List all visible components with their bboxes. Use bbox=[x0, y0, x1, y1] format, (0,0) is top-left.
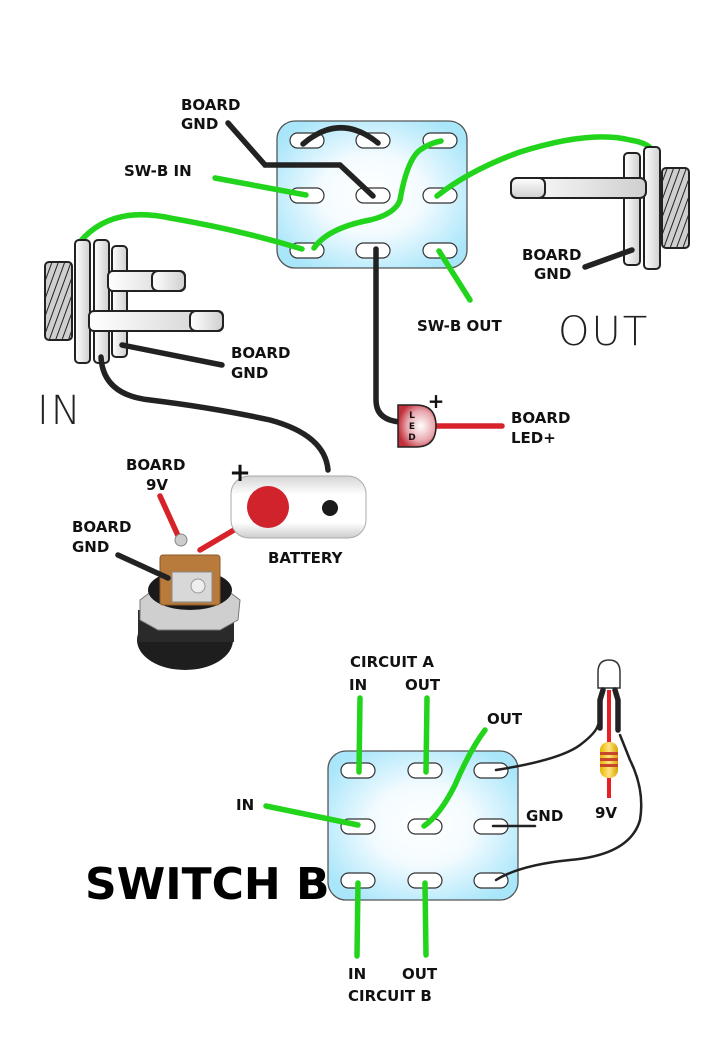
switch-b-gnd-label: GND bbox=[526, 807, 563, 825]
resistor-band bbox=[600, 752, 618, 755]
output-board-gnd-wire bbox=[582, 247, 635, 270]
led-lens-icon bbox=[597, 659, 621, 689]
input-jack-upper-lug-end bbox=[151, 270, 186, 292]
circuit-a-in-label: IN bbox=[349, 676, 367, 694]
input-board-gnd-wire bbox=[119, 342, 225, 368]
output-jack-knurl bbox=[661, 167, 690, 249]
output-jack-sleeve bbox=[643, 146, 661, 270]
switch-b-in-label: IN bbox=[236, 796, 254, 814]
output-jack-lug-end bbox=[510, 177, 546, 199]
led-ground-wire bbox=[373, 246, 403, 425]
dc-board-gnd-wire bbox=[115, 552, 171, 581]
led-wire bbox=[494, 723, 600, 772]
input-jack-ring bbox=[111, 245, 128, 358]
circuit-b-out-label: OUT bbox=[402, 965, 438, 983]
top-board-gnd-label-2: GND bbox=[181, 115, 218, 133]
circuit-a-title: CIRCUIT A bbox=[350, 653, 434, 671]
circuit-b-title: CIRCUIT B bbox=[348, 987, 432, 1005]
battery-plus-sign: + bbox=[229, 458, 251, 488]
switch-b-title: SWITCH B bbox=[85, 859, 330, 910]
battery-negative-terminal bbox=[322, 500, 338, 516]
input-jack-sleeve bbox=[74, 239, 91, 364]
board-9v-label-2: 9V bbox=[146, 476, 168, 494]
top-board-gnd-label-1: BOARD bbox=[181, 96, 240, 114]
led-return-wire bbox=[494, 733, 643, 882]
circuit-b-in-label: IN bbox=[348, 965, 366, 983]
dc-jack-9v-tab bbox=[174, 533, 188, 547]
board-gnd-wire bbox=[225, 120, 376, 199]
battery-label: BATTERY bbox=[268, 549, 344, 567]
input-tip-wire bbox=[76, 211, 305, 252]
led-text-d: D bbox=[408, 433, 415, 443]
resistor-band bbox=[600, 758, 618, 761]
lug bbox=[355, 242, 391, 259]
dc-jack-center-pin bbox=[190, 578, 206, 594]
sw-b-out-label: SW-B OUT bbox=[417, 317, 502, 335]
circuit-a-in-wire bbox=[356, 695, 363, 775]
switch-b-led-assembly bbox=[597, 659, 621, 798]
battery-positive-terminal bbox=[247, 486, 289, 528]
switch-b-out-label: OUT bbox=[487, 710, 523, 728]
led-indicator: L E D + bbox=[397, 389, 505, 448]
circuit-b-in-wire bbox=[354, 880, 361, 959]
input-jack bbox=[44, 239, 331, 473]
board-led-plus-label-2: LED+ bbox=[511, 429, 556, 447]
switch-b-9v-label: 9V bbox=[595, 804, 617, 822]
dc-board-gnd-label-2: GND bbox=[72, 538, 109, 556]
dc-power-jack bbox=[115, 493, 241, 670]
circuit-a-out-wire bbox=[423, 695, 430, 775]
sw-b-out-wire bbox=[436, 248, 473, 303]
board-9v-label-1: BOARD bbox=[126, 456, 185, 474]
led-plus-sign: + bbox=[428, 389, 445, 413]
cross-wire bbox=[311, 138, 444, 251]
led-text-e: E bbox=[409, 422, 415, 432]
output-jack bbox=[510, 146, 690, 270]
led-text-l: L bbox=[409, 411, 415, 421]
led-leg-left bbox=[597, 687, 606, 731]
output-jack-label: OUT bbox=[558, 309, 649, 355]
top-footswitch bbox=[76, 120, 655, 425]
battery-snap: + bbox=[197, 458, 367, 553]
jumper-wire bbox=[300, 125, 381, 147]
board-9v-wire bbox=[157, 493, 183, 543]
input-jack-lower-lug-end bbox=[189, 310, 224, 332]
switch-b bbox=[263, 695, 643, 959]
switch-b-in-wire bbox=[263, 803, 361, 828]
input-board-gnd-label-2: GND bbox=[231, 364, 268, 382]
input-jack-tip bbox=[93, 239, 110, 364]
lug bbox=[473, 762, 509, 779]
input-board-gnd-label-1: BOARD bbox=[231, 344, 290, 362]
board-led-plus-label-1: BOARD bbox=[511, 409, 570, 427]
output-board-gnd-label-1: BOARD bbox=[522, 246, 581, 264]
sw-b-in-wire bbox=[212, 175, 309, 198]
dc-board-gnd-label-1: BOARD bbox=[72, 518, 131, 536]
switch-b-out-wire bbox=[421, 727, 488, 829]
resistor-band bbox=[600, 764, 618, 767]
led-leg-right bbox=[612, 687, 621, 733]
circuit-a-out-label: OUT bbox=[405, 676, 441, 694]
input-jack-label: IN bbox=[37, 388, 83, 434]
battery-to-dc-jack-wire bbox=[197, 527, 237, 553]
output-board-gnd-label-2: GND bbox=[534, 265, 571, 283]
led-body bbox=[397, 404, 437, 448]
circuit-b-out-wire bbox=[422, 880, 429, 958]
input-to-battery-wire bbox=[98, 354, 331, 473]
output-wire bbox=[434, 134, 655, 199]
input-jack-knurl bbox=[44, 261, 73, 341]
sw-b-in-label: SW-B IN bbox=[124, 162, 192, 180]
